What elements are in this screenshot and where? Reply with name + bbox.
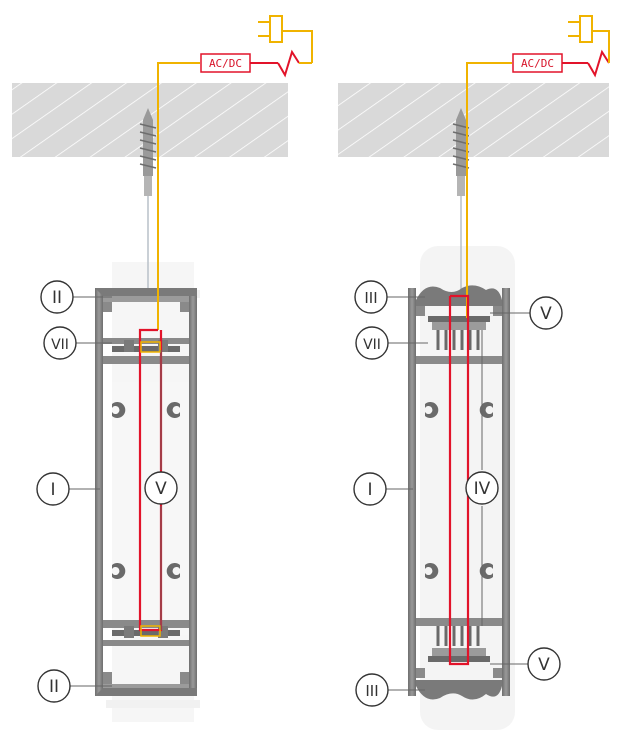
callout-circle: VII bbox=[355, 326, 389, 360]
callout-circle: I bbox=[36, 472, 70, 506]
right-adapter-box bbox=[512, 53, 563, 73]
left-adapter-label: AC/DC bbox=[209, 57, 242, 70]
left-connector-top bbox=[140, 341, 161, 353]
callout-circle: V bbox=[144, 471, 178, 505]
right-assembly: AC/DC III VII I bbox=[338, 15, 610, 730]
plug-icon bbox=[568, 15, 610, 63]
right-label-bottom-cap: III bbox=[365, 682, 378, 700]
left-label-profile: I bbox=[50, 480, 55, 500]
left-connector-bottom bbox=[140, 625, 161, 637]
callout-circle: IV bbox=[465, 471, 499, 505]
plug-icon bbox=[258, 15, 313, 63]
right-power-cable bbox=[466, 62, 512, 318]
callout-circle: VII bbox=[43, 326, 77, 360]
right-label-profile: I bbox=[367, 480, 372, 500]
left-squiggle bbox=[277, 49, 300, 78]
right-label-led-module: IV bbox=[474, 479, 491, 499]
right-squiggle bbox=[587, 49, 610, 78]
right-leaders bbox=[386, 296, 530, 691]
right-label-connector-bottom: V bbox=[538, 655, 550, 675]
right-label-top-cap: III bbox=[364, 289, 377, 307]
ceiling-screw-icon bbox=[452, 108, 470, 196]
right-live-wire bbox=[448, 294, 470, 666]
left-profile bbox=[95, 288, 197, 696]
left-label-top-cap: II bbox=[52, 288, 62, 308]
left-adapter-box bbox=[200, 53, 251, 73]
left-assembly: AC/DC II VII I bbox=[12, 15, 313, 722]
callout-circle: III bbox=[354, 280, 388, 314]
callout-circle: V bbox=[529, 296, 563, 330]
right-label-connector-top: V bbox=[540, 304, 552, 324]
callout-circle: II bbox=[37, 669, 71, 703]
callout-circle: III bbox=[355, 673, 389, 707]
ceiling-screw-icon bbox=[139, 108, 157, 196]
right-adapter-label: AC/DC bbox=[521, 57, 554, 70]
callout-circle: I bbox=[353, 472, 387, 506]
left-label-bottom-cap: II bbox=[49, 677, 59, 697]
right-ceiling bbox=[338, 83, 609, 157]
callout-circle: V bbox=[527, 647, 561, 681]
left-label-mount: VII bbox=[51, 337, 69, 353]
left-leaders bbox=[69, 296, 162, 687]
right-label-mount: VII bbox=[363, 337, 381, 353]
right-profile bbox=[408, 285, 510, 700]
left-label-cable: V bbox=[155, 479, 167, 499]
left-power-cable bbox=[157, 62, 200, 330]
callout-circle: II bbox=[40, 280, 74, 314]
